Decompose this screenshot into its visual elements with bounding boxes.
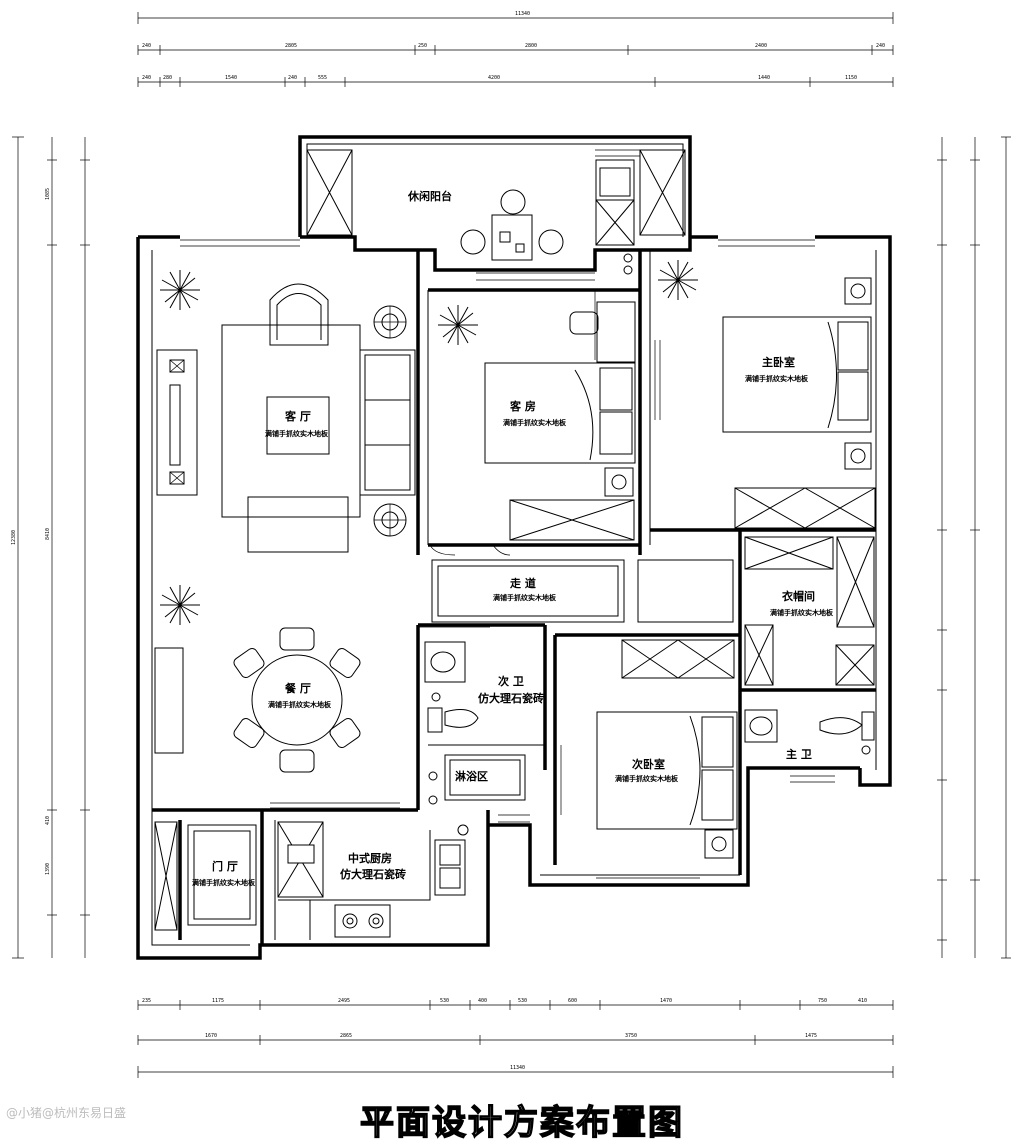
page-title: 平面设计方案布置图 (359, 1102, 684, 1143)
floor-note-second-bed: 满铺手抓纹实木地板 (615, 774, 679, 783)
living-room: 客 厅 满铺手抓纹实木地板 (156, 283, 416, 553)
dim-bottom-detail-9: 410 (858, 998, 867, 1004)
floor-note-master: 满铺手抓纹实木地板 (745, 374, 809, 383)
dimension-top: 11340 240 2805 250 2800 2400 240 240 280… (137, 11, 894, 87)
dim-bottom-detail-1: 1175 (212, 998, 224, 1004)
watermark: @小猪@杭州东易日盛 (6, 1106, 127, 1120)
master-bed (722, 316, 872, 433)
dim-top-mid-3: 2800 (525, 43, 537, 49)
dim-bottom-mid-0: 1670 (205, 1033, 217, 1039)
room-label-dining: 餐 厅 (284, 681, 311, 695)
dim-top-mid-1: 2805 (285, 43, 297, 49)
dining-room: 餐 厅 满铺手抓纹实木地板 (154, 627, 361, 773)
master-bathroom: 主 卫 (744, 709, 875, 761)
kitchen-sink (434, 839, 466, 896)
plant-icon (160, 270, 200, 310)
dim-top-detail-4: 555 (318, 75, 327, 81)
floor-note-bath2: 仿大理石瓷砖 (478, 691, 544, 705)
dim-top-mid-4: 2400 (755, 43, 767, 49)
dining-table (251, 654, 343, 746)
doors (418, 290, 596, 628)
dim-bottom-mid-1: 2865 (340, 1033, 352, 1039)
guest-room: 客 房 满铺手抓纹实木地板 (484, 301, 636, 541)
dim-bottom-detail-3: 530 (440, 998, 449, 1004)
floor-note-dining: 满铺手抓纹实木地板 (268, 700, 332, 709)
floor-note-kitchen: 仿大理石瓷砖 (340, 867, 406, 881)
sofa (359, 349, 416, 496)
dim-top-total: 11340 (515, 11, 530, 17)
dim-bottom-detail-0: 235 (142, 998, 151, 1004)
room-label-corridor: 走 道 (509, 576, 536, 590)
corridor: 走 道 满铺手抓纹实木地板 (431, 559, 734, 623)
second-bedroom: 次卧室 满铺手抓纹实木地板 (596, 639, 738, 859)
wardrobe-room: 衣帽间 满铺手抓纹实木地板 (744, 536, 875, 686)
coffee-table (247, 496, 349, 553)
dim-bottom-detail-8: 750 (818, 998, 827, 1004)
balcony-chair (500, 189, 526, 215)
room-label-bath2: 次 卫 (498, 674, 524, 688)
kitchen: 中式厨房 仿大理石瓷砖 (277, 821, 469, 940)
room-label-shower: 淋浴区 (455, 769, 488, 783)
dim-bottom-mid-3: 1475 (805, 1033, 817, 1039)
floor-note-foyer: 满铺手抓纹实木地板 (192, 878, 256, 887)
shower-tray (444, 754, 526, 801)
dimension-right (937, 136, 1011, 959)
toilet-icon (444, 709, 479, 728)
dim-bottom-detail-5: 530 (518, 998, 527, 1004)
dim-bottom-mid-2: 3750 (625, 1033, 637, 1039)
master-bedroom: 主卧室 满铺手抓纹实木地板 (722, 277, 876, 529)
room-label-guest: 客 房 (509, 399, 536, 413)
room-label-second-bed: 次卧室 (632, 757, 665, 771)
guest-wardrobe (509, 499, 635, 541)
foyer: 门 厅 满铺手抓纹实木地板 (154, 821, 257, 931)
room-label-foyer: 门 厅 (212, 859, 238, 873)
floor-note-living: 满铺手抓纹实木地板 (265, 429, 329, 438)
dimension-bottom: 235 1175 2495 530 400 530 600 1470 750 4… (137, 998, 894, 1078)
dim-left-detail-1: 410 (45, 816, 51, 825)
dim-left-detail-2: 1390 (45, 863, 51, 875)
room-label-master: 主卧室 (762, 355, 795, 369)
room-label-master-bath: 主 卫 (786, 747, 812, 761)
dim-top-detail-2: 1540 (225, 75, 237, 81)
dim-top-detail-6: 1440 (758, 75, 770, 81)
dim-left-detail-0: 1085 (45, 188, 51, 200)
floor-note-guest: 满铺手抓纹实木地板 (503, 418, 567, 427)
dim-top-detail-0: 240 (142, 75, 151, 81)
dim-bottom-total: 11340 (510, 1065, 525, 1071)
floor-note-corridor: 满铺手抓纹实木地板 (493, 593, 557, 602)
dim-top-detail-3: 240 (288, 75, 297, 81)
dimension-left: 12380 1085 8410 410 1390 (11, 136, 90, 959)
stove (334, 904, 391, 938)
room-label-kitchen: 中式厨房 (348, 851, 392, 865)
dim-bottom-detail-2: 2495 (338, 998, 350, 1004)
dim-top-mid-5: 240 (876, 43, 885, 49)
room-label-living: 客 厅 (284, 409, 311, 423)
dim-left-total: 12380 (11, 530, 17, 545)
balcony-table (491, 214, 533, 261)
second-bed (596, 711, 738, 830)
dim-top-mid-0: 240 (142, 43, 151, 49)
dim-bottom-detail-6: 600 (568, 998, 577, 1004)
second-bathroom: 次 卫 仿大理石瓷砖 淋浴区 (424, 641, 545, 805)
windows (180, 149, 835, 879)
dim-bottom-detail-7: 1470 (660, 998, 672, 1004)
plant-icons (160, 260, 698, 625)
armchair (269, 283, 329, 346)
dim-top-detail-1: 280 (163, 75, 172, 81)
washbasin-icon (430, 651, 456, 673)
guest-bed (484, 362, 636, 464)
walls (136, 135, 892, 960)
room-label-balcony: 休闲阳台 (407, 189, 452, 203)
dim-bottom-detail-4: 400 (478, 998, 487, 1004)
floor-note-wardrobe: 满铺手抓纹实木地板 (770, 608, 834, 617)
tv-cabinet (156, 349, 198, 496)
dim-left-mid: 8410 (45, 528, 51, 540)
dim-top-detail-5: 4200 (488, 75, 500, 81)
room-label-wardrobe: 衣帽间 (782, 589, 815, 603)
dim-top-mid-2: 250 (418, 43, 427, 49)
balcony: 休闲阳台 (306, 149, 686, 275)
dim-top-detail-7: 1150 (845, 75, 857, 81)
